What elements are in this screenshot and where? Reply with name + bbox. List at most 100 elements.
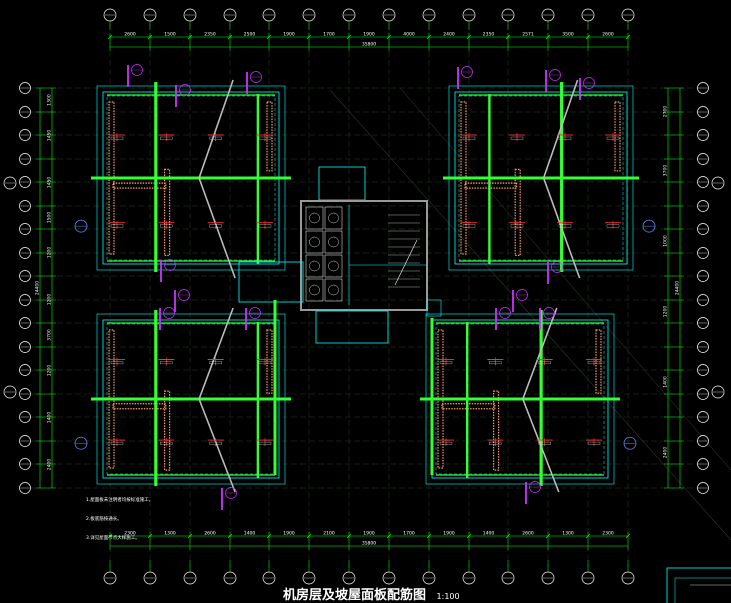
axis-bubble-left <box>19 482 31 494</box>
axis-bubble-left <box>19 317 31 329</box>
unit-block <box>420 307 637 493</box>
shaft-cell <box>305 206 324 230</box>
unit-blocks <box>74 79 656 493</box>
dimension-label: 1900 <box>363 531 375 537</box>
rebar-label-box <box>462 136 476 140</box>
dim-slash <box>505 34 511 40</box>
axis-bubble-right <box>697 411 709 423</box>
dim-slash <box>107 533 113 539</box>
dimension-label: 2600 <box>602 32 614 38</box>
dim-slash <box>346 533 352 539</box>
shaft-cell <box>305 278 324 302</box>
rebar-label-box <box>489 441 502 445</box>
dimension-label: 1900 <box>283 531 295 537</box>
shaft-pattern <box>328 260 339 272</box>
rebar-label-box <box>110 224 124 228</box>
rebar-label-box <box>110 441 124 445</box>
rebar-label-box <box>587 361 601 365</box>
section-marks <box>127 64 595 510</box>
axis-bubble-left <box>19 176 31 188</box>
dimension-label: 2300 <box>602 531 614 537</box>
dim-slash <box>227 34 233 40</box>
rebar-label-box <box>439 361 453 365</box>
axis-bubble-right <box>697 176 709 188</box>
axis-bubble-right-main <box>711 176 725 190</box>
dimension-label: 1450 <box>47 177 53 189</box>
axis-bubble-right <box>697 482 709 494</box>
rebar-label-box <box>160 136 173 140</box>
rebar-label-box <box>160 361 173 365</box>
axis-bubble-right <box>697 388 709 400</box>
axis-bubble-left <box>19 129 31 141</box>
dim-slash <box>625 34 631 40</box>
rebar-label-box <box>439 441 453 445</box>
dim-slash <box>306 533 312 539</box>
dimension-label: 1450 <box>47 130 53 142</box>
dimension-label: 1200 <box>47 294 53 306</box>
rebar-label-box <box>606 224 620 228</box>
shaft-cell <box>324 254 343 278</box>
dimension-label: 2571 <box>522 32 534 38</box>
axis-bubble-left <box>19 435 31 447</box>
stair-arrow <box>394 239 418 286</box>
note-1: 1.屋面板未注明者均按标准施工。 <box>86 498 154 503</box>
axis-bubble-right <box>697 341 709 353</box>
dim-slash <box>386 34 392 40</box>
rebar-label-box <box>558 136 572 140</box>
rebar-label-box <box>258 441 272 445</box>
shaft-cell <box>324 278 343 302</box>
dim-slash <box>466 533 472 539</box>
roof-ridge <box>198 79 236 279</box>
dimension-total-label: 35800 <box>362 42 376 48</box>
axis-bubble-right <box>697 270 709 282</box>
shaft-pattern <box>328 236 339 248</box>
dimension-label: 1900 <box>443 531 455 537</box>
dimension-label: 1500 <box>164 32 176 38</box>
shaft-pattern <box>309 260 320 272</box>
drawing-title: 机房层及坡屋面板配筋图 1:100 <box>283 584 460 603</box>
axis-bubble-left <box>19 200 31 212</box>
hatched-wall <box>614 101 621 172</box>
axis-bubble-right <box>697 106 709 118</box>
dim-slash <box>426 34 432 40</box>
drawing-title-text: 机房层及坡屋面板配筋图 <box>283 588 427 603</box>
shaft-pattern <box>309 284 320 296</box>
axis-bubble-right <box>697 200 709 212</box>
dimension-label: 2600 <box>522 531 534 537</box>
dimension-label: 1400 <box>244 531 256 537</box>
dim-slash <box>386 533 392 539</box>
hatched-wall <box>164 168 171 256</box>
dimension-label: 1400 <box>483 531 495 537</box>
axis-bubble-right <box>697 82 709 94</box>
axis-bubble-left-main <box>3 176 17 190</box>
axis-bubble-right <box>697 458 709 470</box>
dimension-label: 2400 <box>443 32 455 38</box>
dim-slash <box>625 533 631 539</box>
dimension-label: 1200 <box>47 247 53 259</box>
detail-frame <box>666 567 731 603</box>
dimension-label: 2100 <box>323 531 335 537</box>
drawing-scale: 1:100 <box>436 592 460 601</box>
dimension-label: 2300 <box>124 531 136 537</box>
dimension-label: 1400 <box>663 376 669 388</box>
dimension-label: 2600 <box>204 531 216 537</box>
dimension-label: 2500 <box>244 32 256 38</box>
rebar-label-box <box>489 361 502 365</box>
axis-grid-lines <box>30 24 731 568</box>
dimension-label: 3500 <box>562 32 574 38</box>
rebar-label-box <box>606 136 620 140</box>
dim-slash <box>266 533 272 539</box>
dim-slash <box>147 533 153 539</box>
hatched-wall <box>493 390 500 471</box>
dim-slash <box>426 533 432 539</box>
diagonal-line <box>329 89 731 541</box>
dim-slash <box>585 533 591 539</box>
note-2: 2.板底筋按通长。 <box>86 517 122 522</box>
dimension-label: 2400 <box>663 447 669 459</box>
axis-bubble-left <box>19 458 31 470</box>
axis-bubble-right-main <box>711 385 725 399</box>
axis-bubble-left <box>19 388 31 400</box>
dimension-label: 1300 <box>47 94 53 106</box>
